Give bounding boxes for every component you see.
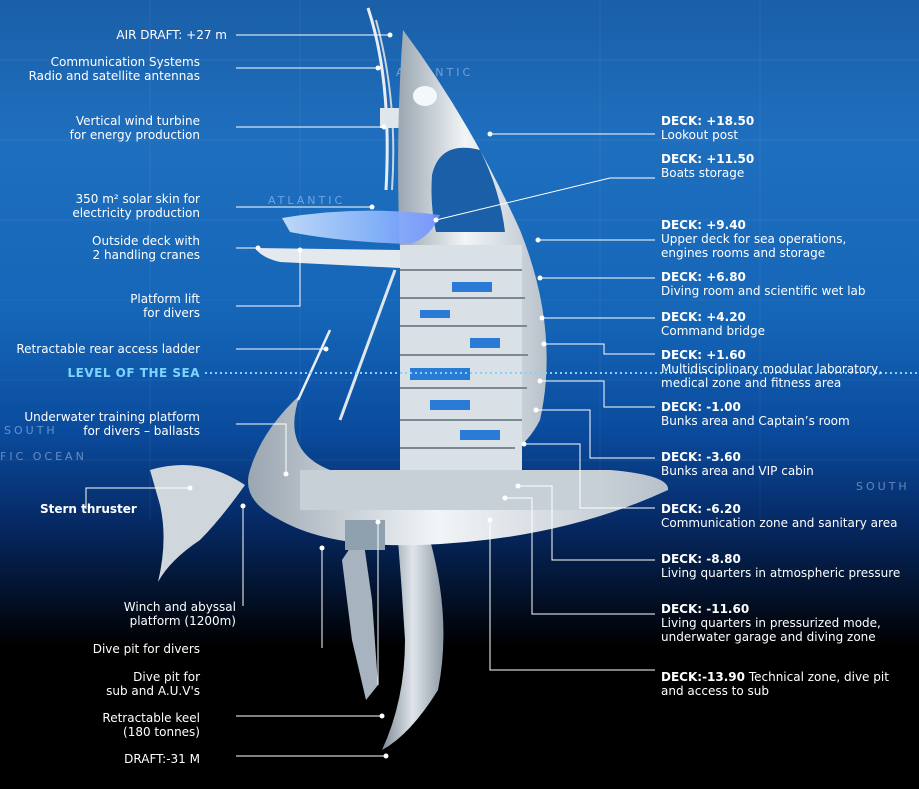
label-sea-level: LEVEL OF THE SEA — [67, 366, 200, 380]
deck-label-minus-13-90: DECK:-13.90 Technical zone, dive pit and… — [661, 670, 889, 698]
label-wind-turbine: Vertical wind turbine for energy product… — [69, 114, 200, 142]
solar-skin — [282, 210, 440, 244]
stern-fin — [150, 465, 245, 582]
rear-ladder — [296, 329, 332, 401]
radome — [413, 86, 437, 106]
deck-minus-13-90-title: DECK:-13.90 — [661, 670, 745, 684]
wind-turbine — [366, 7, 402, 191]
deck-minus-13-90-inline: Technical zone, dive pit — [745, 670, 889, 684]
label-keel: Retractable keel (180 tonnes) — [102, 711, 200, 739]
lower-platform — [300, 470, 600, 510]
leader-lines — [85, 34, 655, 757]
label-dive-pit-divers: Dive pit for divers — [92, 642, 200, 656]
map-text-atlantic-mid: ATLANTIC — [268, 194, 346, 207]
label-training-platform: Underwater training platform for divers … — [24, 410, 200, 438]
deck-cutaway — [400, 245, 528, 470]
tower-opening — [431, 147, 505, 232]
leader-dots — [187, 32, 547, 759]
label-communication-systems: Communication Systems Radio and satellit… — [28, 55, 200, 83]
label-platform-lift: Platform lift for divers — [130, 292, 200, 320]
label-rear-ladder: Retractable rear access ladder — [16, 342, 200, 356]
map-text-south-right: SOUTH — [856, 480, 910, 493]
label-draft: DRAFT:-31 M — [124, 752, 200, 766]
map-text-south-left: SOUTH — [4, 424, 58, 437]
label-air-draft: AIR DRAFT: +27 m — [116, 28, 227, 42]
label-solar-skin: 350 m² solar skin for electricity produc… — [72, 192, 200, 220]
label-stern-thruster: Stern thruster — [40, 502, 137, 516]
outside-deck-platform — [255, 248, 400, 268]
winch-platform — [345, 520, 385, 550]
platform-lift-rail — [338, 269, 397, 421]
retractable-keel — [382, 540, 444, 750]
label-outside-deck: Outside deck with 2 handling cranes — [92, 234, 200, 262]
label-dive-pit-sub: Dive pit for sub and A.U.V's — [106, 670, 200, 698]
label-winch: Winch and abyssal platform (1200m) — [123, 600, 236, 628]
map-text-ocean-left: FIC OCEAN — [0, 450, 87, 463]
dive-pit-column — [342, 530, 378, 700]
